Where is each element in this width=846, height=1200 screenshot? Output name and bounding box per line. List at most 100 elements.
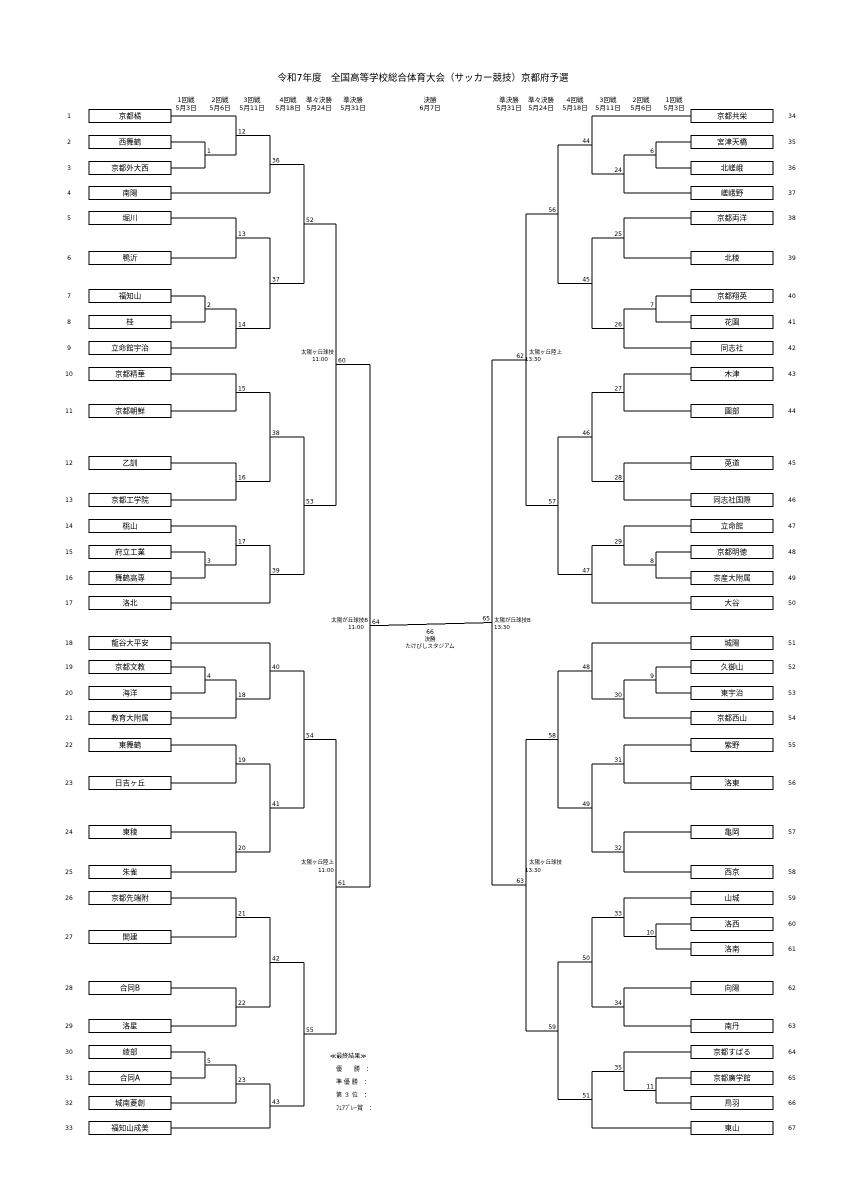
- team-box: [88, 1045, 172, 1059]
- match-number: 53: [306, 499, 314, 506]
- team-name: 洛北: [123, 598, 138, 608]
- team-box: [88, 660, 172, 674]
- team-box: [88, 315, 172, 329]
- team-name: 洛南: [725, 944, 740, 954]
- match-number: 55: [306, 1027, 314, 1034]
- match-number: 63: [516, 878, 524, 885]
- venue-m62-time: 13:30: [525, 357, 541, 363]
- seed-number: 22: [65, 742, 73, 749]
- match-number: 17: [238, 539, 246, 546]
- seed-number: 50: [788, 600, 796, 607]
- venue-m61-time: 11:00: [318, 868, 334, 874]
- team-entry: 鴨沂6: [67, 251, 172, 265]
- team-entry: 福知山成美 33: [65, 1121, 172, 1135]
- seed-number: 23: [65, 780, 73, 787]
- match-number: 41: [272, 801, 280, 808]
- team-box: [88, 891, 172, 905]
- team-box: [690, 942, 774, 956]
- team-box: [88, 636, 172, 650]
- seed-number: 33: [65, 1125, 73, 1132]
- results-heading: ≪最終結果≫: [330, 1052, 367, 1060]
- team-name: 京都工学院: [111, 495, 149, 505]
- team-box: [88, 109, 172, 123]
- team-name: 乙訓: [123, 458, 138, 468]
- team-name: 京都共栄: [717, 111, 747, 121]
- match-number: 9: [650, 673, 654, 680]
- team-name: 久御山: [721, 662, 744, 672]
- team-box: [88, 711, 172, 725]
- round-date: 5月6日: [630, 104, 651, 112]
- team-box: [690, 981, 774, 995]
- match-number: 60: [338, 358, 346, 365]
- team-box: [88, 738, 172, 752]
- team-name: 木津: [725, 369, 740, 379]
- team-box: [690, 1045, 774, 1059]
- team-box: [690, 891, 774, 905]
- round-date: 5月3日: [663, 104, 684, 112]
- seed-number: 47: [788, 523, 796, 530]
- match-number: 27: [614, 386, 622, 393]
- match-number: 24: [614, 167, 622, 174]
- match-number: 8: [650, 558, 654, 565]
- seed-number: 58: [788, 869, 796, 876]
- match-number: 37: [272, 276, 280, 283]
- team-name: 桃山: [123, 521, 138, 531]
- team-name: 大谷: [725, 598, 740, 608]
- final-results: ≪最終結果≫ 優 勝 ： 準 優 勝 ： 第 ３ 位 ： ﾌｪｱﾌﾟﾚｰ賞 ：: [330, 1052, 375, 1112]
- seed-number: 9: [67, 345, 71, 352]
- team-name: 城南菱創: [115, 1098, 145, 1108]
- team-name: 北稜: [725, 254, 740, 263]
- venue-m65-place: 太陽が丘球技B: [494, 616, 531, 624]
- round-date: 5月24日: [306, 104, 331, 112]
- seed-number: 12: [65, 460, 73, 467]
- team-box: [88, 341, 172, 355]
- round-name: 4回戦: [279, 95, 297, 104]
- match-number: 56: [548, 207, 556, 214]
- team-name: 合同B: [120, 983, 140, 993]
- team-box: [88, 825, 172, 839]
- team-box: [690, 1071, 774, 1085]
- match-number: 15: [238, 386, 246, 393]
- seed-number: 56: [788, 780, 796, 787]
- team-name: 京都西山: [717, 713, 747, 723]
- seed-number: 7: [67, 293, 71, 300]
- team-name: 西舞鶴: [119, 137, 142, 147]
- team-name: 日吉ヶ丘: [115, 779, 145, 788]
- match-number: 44: [582, 138, 590, 145]
- team-name: 嵯峨野: [721, 188, 744, 198]
- team-box: [690, 1019, 774, 1033]
- team-box: [88, 545, 172, 559]
- round-name: 1回戦: [177, 95, 195, 104]
- team-name: 京産大附属: [713, 573, 751, 583]
- team-entry: 立命館宇治 9: [67, 341, 172, 355]
- team-name: 立命館宇治: [111, 343, 149, 353]
- team-name: 紫野: [725, 741, 740, 750]
- seed-number: 21: [65, 715, 73, 722]
- seed-number: 26: [65, 895, 73, 902]
- match-number: 19: [238, 757, 246, 764]
- seed-number: 24: [65, 829, 73, 836]
- seed-number: 57: [788, 829, 796, 836]
- seed-number: 53: [788, 690, 796, 697]
- team-name: 福知山成美: [111, 1123, 149, 1133]
- team-name: 龍谷大平安: [111, 638, 149, 648]
- team-name: 京都すばる: [713, 1047, 751, 1057]
- match-number: 28: [614, 475, 622, 482]
- result-third-label: 第 ３ 位 ：: [336, 1091, 370, 1099]
- round-name: 2回戦: [632, 95, 650, 104]
- match-number: 4: [207, 673, 211, 680]
- team-entry: 日吉ヶ丘 23: [65, 776, 172, 790]
- team-box: [690, 135, 774, 149]
